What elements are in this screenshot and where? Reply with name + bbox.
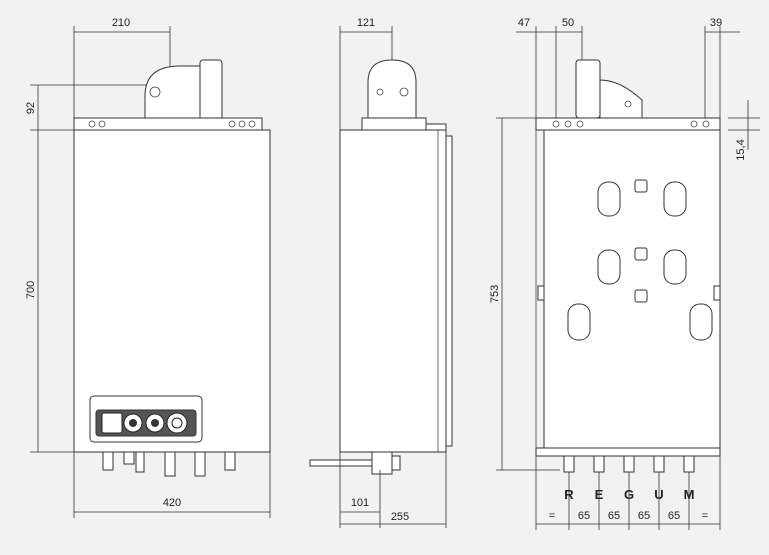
- flue-outlet: [199, 59, 223, 121]
- mounting-bar: [73, 117, 263, 131]
- dim-label-15-4: 15,4: [735, 139, 747, 160]
- dim-label-101: 101: [351, 497, 369, 509]
- dim-label-39: 39: [710, 17, 722, 29]
- spacing-label: =: [549, 510, 555, 522]
- spacing-label: =: [702, 510, 708, 522]
- spacing-label: 65: [638, 510, 650, 522]
- rear-view: 47 50 39 15,4 753: [489, 17, 760, 530]
- pressure-gauge-icon: [166, 412, 188, 434]
- side-casing: [339, 129, 447, 453]
- mounting-slots: [567, 179, 713, 341]
- dim-label-92: 92: [25, 102, 37, 114]
- dim-label-50: 50: [562, 17, 574, 29]
- flue-elbow: [144, 65, 201, 119]
- rear-connections: [563, 455, 695, 473]
- rear-casing: [543, 129, 721, 449]
- dim-label-210: 210: [112, 17, 130, 29]
- flue-rear: [575, 59, 601, 119]
- display-icon: [101, 412, 123, 434]
- front-view: 210 92 700: [25, 17, 271, 518]
- flue-side: [367, 59, 417, 121]
- spacing-label: 65: [608, 510, 620, 522]
- rear-mounting-bar: [535, 117, 721, 131]
- dim-label-420: 420: [163, 497, 181, 509]
- spacing-label: 65: [578, 510, 590, 522]
- front-pipes: [102, 451, 236, 477]
- dim-label-700: 700: [25, 281, 37, 299]
- side-connection-pipe: [309, 459, 381, 467]
- dim-label-47: 47: [518, 17, 530, 29]
- dim-label-121: 121: [357, 17, 375, 29]
- dim-label-255: 255: [391, 511, 409, 523]
- dim-label-753: 753: [489, 285, 501, 303]
- side-view: 121 101 255: [309, 17, 453, 528]
- spacing-label: 65: [668, 510, 680, 522]
